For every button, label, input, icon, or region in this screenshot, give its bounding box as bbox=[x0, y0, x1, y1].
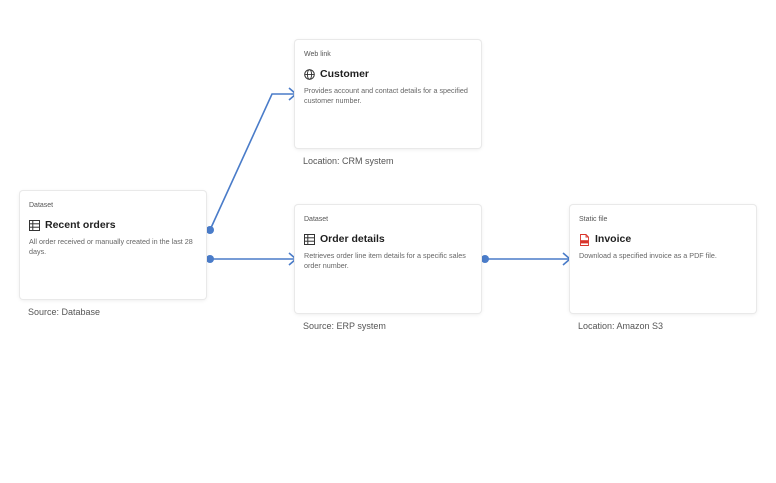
table-icon bbox=[304, 233, 315, 245]
node-kind: Static file bbox=[579, 216, 608, 223]
node-title: Recent orders bbox=[45, 219, 116, 231]
node-kind: Web link bbox=[304, 51, 331, 58]
edge-start-dot-invoice bbox=[481, 255, 489, 263]
edge-start-dot-customer bbox=[206, 226, 214, 234]
node-title-row: Invoice bbox=[579, 233, 747, 246]
node-title: Invoice bbox=[595, 233, 632, 245]
node-customer[interactable]: Web link Customer Provides account and c… bbox=[295, 40, 481, 148]
node-order-details[interactable]: Dataset Order details Retrieves order li… bbox=[295, 205, 481, 313]
node-invoice[interactable]: Static file Invoice Download a specified… bbox=[570, 205, 756, 313]
node-caption-customer: Location: CRM system bbox=[303, 156, 394, 166]
pdf-file-icon bbox=[579, 233, 590, 246]
node-title-row: Order details bbox=[304, 233, 472, 245]
node-description: Download a specified invoice as a PDF fi… bbox=[579, 251, 717, 260]
node-title-row: Recent orders bbox=[29, 219, 197, 231]
node-description: Provides account and contact details for… bbox=[304, 86, 468, 105]
node-title-row: Customer bbox=[304, 68, 472, 80]
node-caption-recent-orders: Source: Database bbox=[28, 307, 101, 317]
node-caption-order-details: Source: ERP system bbox=[303, 321, 386, 331]
globe-icon bbox=[304, 68, 315, 80]
edge-recent-orders-to-customer bbox=[209, 93, 296, 231]
node-title: Customer bbox=[320, 68, 370, 80]
node-title: Order details bbox=[320, 233, 385, 245]
node-description: Retrieves order line item details for a … bbox=[304, 251, 466, 270]
node-caption-invoice: Location: Amazon S3 bbox=[578, 321, 664, 331]
node-kind: Dataset bbox=[29, 202, 54, 209]
node-recent-orders[interactable]: Dataset Recent orders All order received… bbox=[20, 191, 206, 299]
edge-start-dot-order-details bbox=[206, 255, 214, 263]
table-icon bbox=[29, 219, 40, 231]
node-kind: Dataset bbox=[304, 216, 329, 223]
node-description: All order received or manually created i… bbox=[29, 237, 193, 256]
